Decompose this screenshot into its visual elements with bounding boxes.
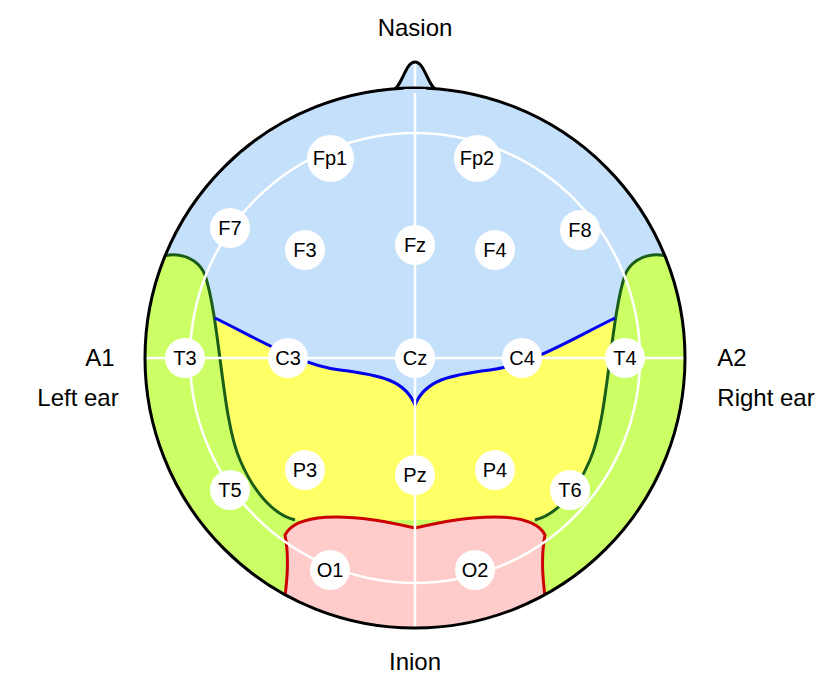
electrode-label: F8 xyxy=(568,220,591,240)
nose-join xyxy=(404,89,426,93)
head-outline xyxy=(145,88,685,628)
temporal-boundary xyxy=(535,255,680,520)
electrode-circle: Fz xyxy=(395,225,435,265)
electrode-label: O2 xyxy=(462,560,489,580)
electrode-circle: Fp1 xyxy=(307,135,354,182)
electrode-circle: Fp2 xyxy=(454,135,501,182)
electrode-label: T3 xyxy=(173,348,196,368)
electrode-circle: O1 xyxy=(310,550,350,590)
electrode-label: F7 xyxy=(218,218,241,238)
electrode-circle: F7 xyxy=(210,208,250,248)
electrode-label: T4 xyxy=(613,348,636,368)
electrode-label: P4 xyxy=(483,460,507,480)
electrode-label: Cz xyxy=(403,348,427,368)
electrode-label: C4 xyxy=(509,348,535,368)
electrode-label: Fz xyxy=(404,235,426,255)
electrode-label: T5 xyxy=(218,480,241,500)
temporal-boundary xyxy=(150,255,295,520)
electrode-label: O1 xyxy=(317,560,344,580)
electrode-circle: C4 xyxy=(502,338,542,378)
landmark-label: Inion xyxy=(389,649,441,675)
landmark-label: Nasion xyxy=(378,15,453,41)
electrode-circle: F4 xyxy=(475,230,515,270)
electrode-circle: P4 xyxy=(475,450,515,490)
electrode-circle: C3 xyxy=(268,338,308,378)
landmark-label: Left ear xyxy=(37,385,118,411)
electrode-circle: Cz xyxy=(395,338,435,378)
electrode-circle: T3 xyxy=(165,338,205,378)
electrode-label: T6 xyxy=(558,480,581,500)
electrode-label: Pz xyxy=(403,465,426,485)
electrode-label: Fp2 xyxy=(460,148,494,168)
electrode-circle: T4 xyxy=(605,338,645,378)
landmark-label: A2 xyxy=(717,345,746,371)
electrode-circle: O2 xyxy=(455,550,495,590)
electrode-label: Fp1 xyxy=(313,148,347,168)
electrode-circle: T6 xyxy=(550,470,590,510)
electrode-label: P3 xyxy=(293,460,317,480)
electrode-label: F4 xyxy=(483,240,506,260)
electrode-circle: Pz xyxy=(395,455,435,495)
electrode-circle: P3 xyxy=(285,450,325,490)
electrode-label: F3 xyxy=(293,240,316,260)
landmark-label: A1 xyxy=(85,345,114,371)
electrode-circle: F3 xyxy=(285,230,325,270)
electrode-circle: F8 xyxy=(560,210,600,250)
landmark-label: Right ear xyxy=(717,385,814,411)
electrode-label: C3 xyxy=(275,348,301,368)
electrode-circle: T5 xyxy=(210,470,250,510)
